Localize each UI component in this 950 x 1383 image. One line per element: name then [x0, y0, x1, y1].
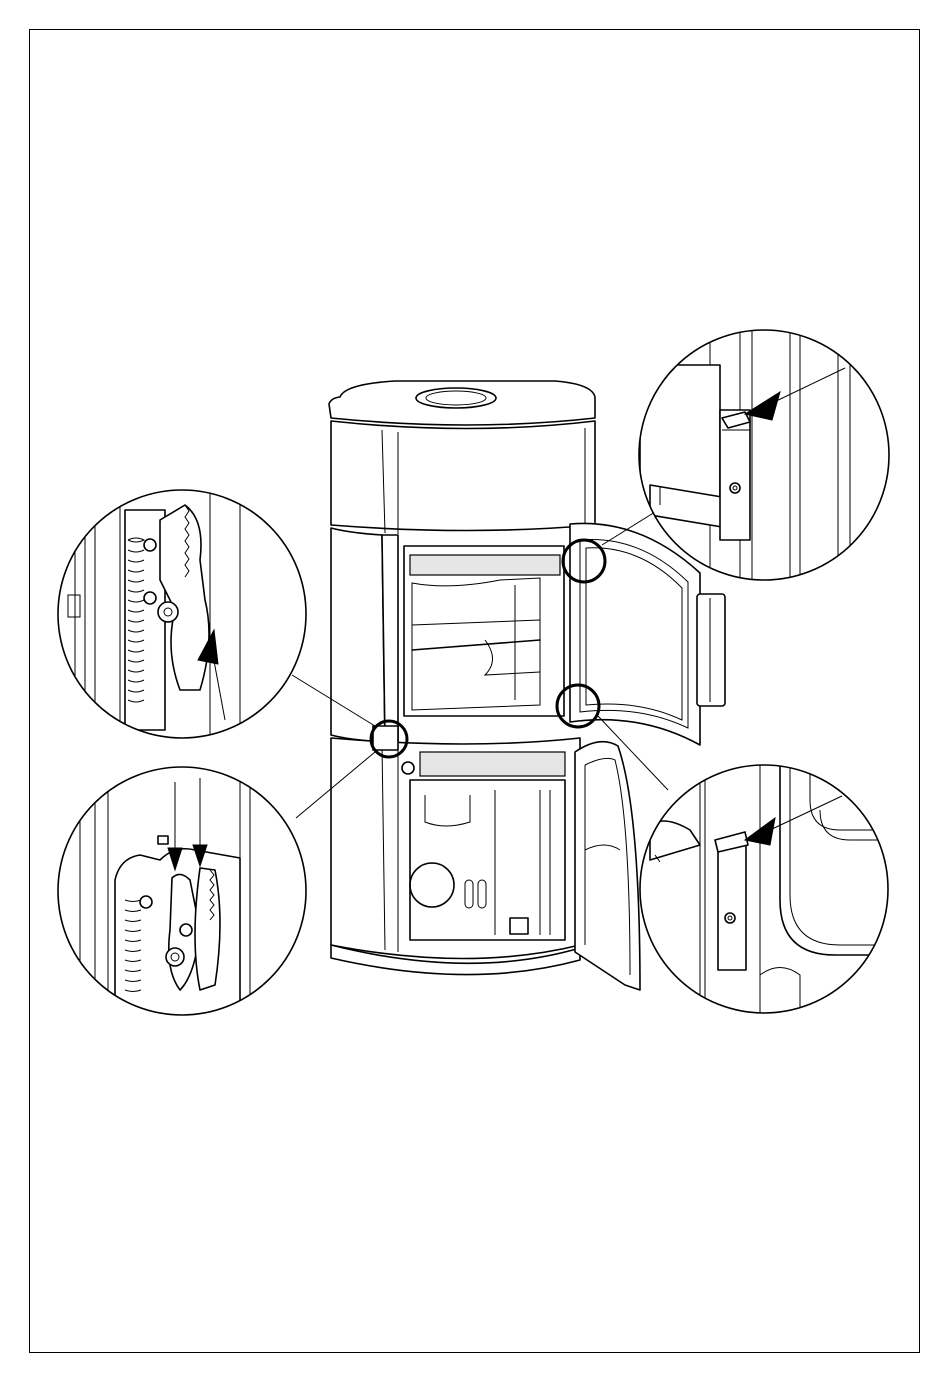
- ash-compartment: [410, 780, 565, 940]
- lower-door: [575, 742, 640, 990]
- stove-body: [329, 381, 595, 975]
- lower-right-door-hinge-detail: [640, 765, 890, 1015]
- lower-left-hinge-detail: [58, 765, 306, 1020]
- door-handle: [697, 594, 725, 706]
- upper-left-hinge-detail: [58, 490, 306, 740]
